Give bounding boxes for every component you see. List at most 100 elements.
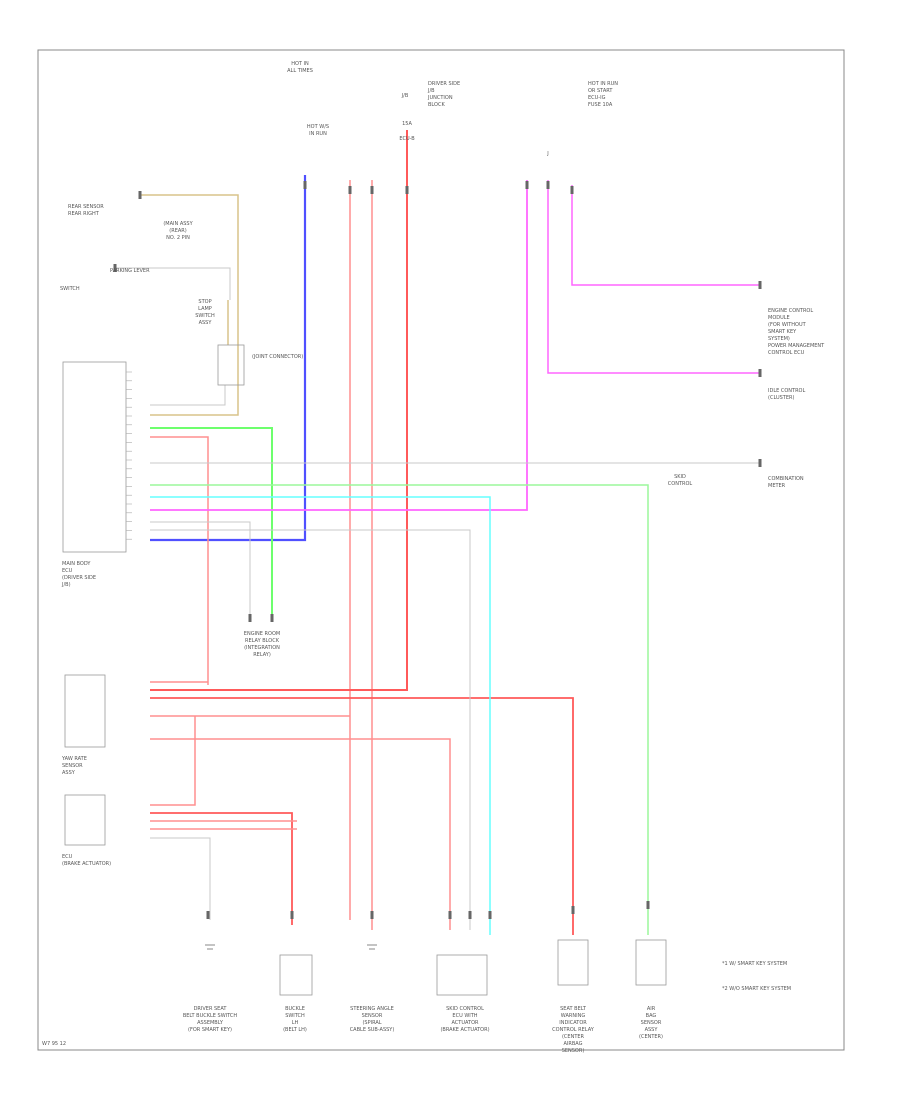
wire-tan-1 bbox=[140, 194, 239, 416]
bottom-component-label: ASSEMBLY bbox=[197, 1020, 224, 1026]
ecu-mid1-1: SKID bbox=[674, 474, 686, 480]
joint-left-label: (JOINT CONNECTOR) bbox=[252, 354, 303, 360]
connector-marker bbox=[270, 614, 274, 622]
wire-gray-joint bbox=[150, 521, 251, 615]
ecu-mid1-4: (BRAKE ACTUATOR) bbox=[62, 861, 111, 867]
right-top-block-3: ECU-IG bbox=[588, 95, 606, 101]
diagram-frame bbox=[37, 49, 845, 1051]
ecu-mid1-3: ECU bbox=[62, 854, 73, 860]
hot-run-label: HOT W/S bbox=[307, 124, 329, 130]
bottom-component-label: BAG bbox=[646, 1013, 657, 1019]
bottom-component-label: INDICATOR bbox=[559, 1020, 587, 1026]
junction-block-box bbox=[64, 674, 106, 748]
bottom-component-label: ACTUATOR bbox=[451, 1020, 479, 1026]
connector-marker bbox=[646, 901, 650, 909]
bottom-component-label: CABLE SUB-ASSY) bbox=[350, 1027, 395, 1033]
ground-left-2: RELAY BLOCK bbox=[245, 638, 280, 644]
wire-magenta-1 bbox=[150, 180, 528, 511]
wire-gray-2 bbox=[150, 385, 226, 406]
connector-marker bbox=[370, 911, 374, 919]
bottom-component-label: (CENTER) bbox=[639, 1034, 663, 1040]
wire-magenta-3 bbox=[571, 185, 760, 286]
ground-steering-icon bbox=[367, 944, 377, 950]
top-fuse-center: 15A bbox=[402, 121, 412, 127]
stop-lamp-switch-box bbox=[217, 344, 245, 386]
center-top-block-3: JUNCTION bbox=[427, 95, 453, 101]
ecu-mid2-3: ASSY bbox=[62, 770, 76, 776]
stop-switch-sub-1: (MAIN ASSY bbox=[163, 221, 193, 227]
wire-blue bbox=[150, 175, 307, 542]
right-block1-1: ENGINE CONTROL bbox=[768, 308, 813, 314]
ground-left-3: (INTEGRATION bbox=[244, 645, 280, 651]
ground-left-1: ENGINE ROOM bbox=[244, 631, 280, 637]
connector-marker bbox=[370, 186, 374, 194]
main-ecu-3: (DRIVER SIDE bbox=[62, 575, 96, 581]
buckle-switch-box bbox=[279, 954, 313, 996]
connector-marker bbox=[525, 181, 529, 189]
connector-marker bbox=[303, 181, 307, 189]
diagram-id: W7 95 12 bbox=[42, 1041, 66, 1047]
bottom-component-label: ASSY bbox=[645, 1027, 659, 1033]
bottom-component-label: SWITCH bbox=[285, 1013, 305, 1019]
parking-lever-2: SWITCH bbox=[60, 286, 80, 292]
connector-marker bbox=[758, 459, 762, 467]
wire-gray-mid bbox=[150, 529, 471, 930]
connector-marker bbox=[448, 911, 452, 919]
connector-marker bbox=[488, 911, 492, 919]
connector-marker bbox=[570, 186, 574, 194]
wire-red-j2 bbox=[150, 697, 574, 935]
wire-red-g1 bbox=[150, 812, 293, 925]
ecu-mid2-1: YAW RATE bbox=[61, 756, 87, 762]
connector-marker bbox=[758, 281, 762, 289]
bottom-component-label: (CENTER bbox=[562, 1034, 585, 1040]
stop-switch-sub-2: (REAR) bbox=[169, 228, 186, 234]
parking-lever-1: PARKING LEVER bbox=[110, 268, 150, 274]
wire-gray-g bbox=[150, 837, 211, 920]
connector-marker bbox=[113, 264, 117, 272]
right-block1-5: SYSTEM) bbox=[768, 336, 790, 342]
right-block1-3: (FOR WITHOUT bbox=[768, 322, 807, 328]
wire-red-j5 bbox=[150, 716, 196, 806]
small-j-label: J bbox=[546, 151, 548, 157]
connector-markers bbox=[113, 181, 762, 919]
connector-marker bbox=[206, 911, 210, 919]
top-fuse-label-1: HOT IN bbox=[291, 61, 309, 67]
wire-red-ecu bbox=[150, 436, 209, 685]
right-top-block-1: HOT IN RUN bbox=[588, 81, 618, 87]
bottom-component-label: SENSOR bbox=[641, 1020, 662, 1026]
wire-red-j4 bbox=[150, 738, 451, 930]
main-ecu-2: ECU bbox=[62, 568, 73, 574]
bottom-component-label: ECU WITH bbox=[452, 1013, 477, 1019]
bottom-component-label: WARNING bbox=[561, 1013, 586, 1019]
skid-control-ecu-box bbox=[436, 954, 488, 996]
ecu-mid1-2: CONTROL bbox=[668, 481, 693, 487]
main-ecu-4: J/B) bbox=[61, 582, 71, 588]
stop-lamp-2: LAMP bbox=[198, 306, 212, 312]
connector-marker bbox=[405, 186, 409, 194]
rear-sensor-1: REAR SENSOR bbox=[68, 204, 104, 210]
stop-lamp-1: STOP bbox=[198, 299, 211, 305]
right-block1-2: MODULE bbox=[768, 315, 790, 321]
bottom-component-label: DRIVER SEAT bbox=[194, 1006, 228, 1012]
top-fuse-label-2: ALL TIMES bbox=[287, 68, 313, 74]
ground-left-4: RELAY) bbox=[253, 652, 271, 658]
connector-marker bbox=[290, 911, 294, 919]
main-body-ecu-box bbox=[62, 361, 127, 553]
center-top-block-1: DRIVER SIDE bbox=[428, 81, 460, 87]
main-ecu-pins bbox=[126, 371, 132, 540]
junction-center-label: J/B bbox=[401, 93, 409, 99]
hot-run-label2: IN RUN bbox=[309, 131, 327, 137]
wire-green bbox=[150, 427, 273, 615]
wire-gray-parking bbox=[115, 267, 231, 300]
bottom-component-label: AIR bbox=[647, 1006, 656, 1012]
bottom-component-label: SENSOR bbox=[362, 1013, 383, 1019]
bottom-component-label: SEAT BELT bbox=[560, 1006, 587, 1012]
wire-cyan bbox=[150, 496, 491, 935]
right-block2-1: IDLE CONTROL bbox=[768, 388, 805, 394]
airbag-sensor-box bbox=[635, 939, 667, 986]
connector-marker bbox=[546, 181, 550, 189]
bottom-component-label: STEERING ANGLE bbox=[350, 1006, 394, 1012]
seat-belt-relay-box bbox=[557, 939, 589, 986]
